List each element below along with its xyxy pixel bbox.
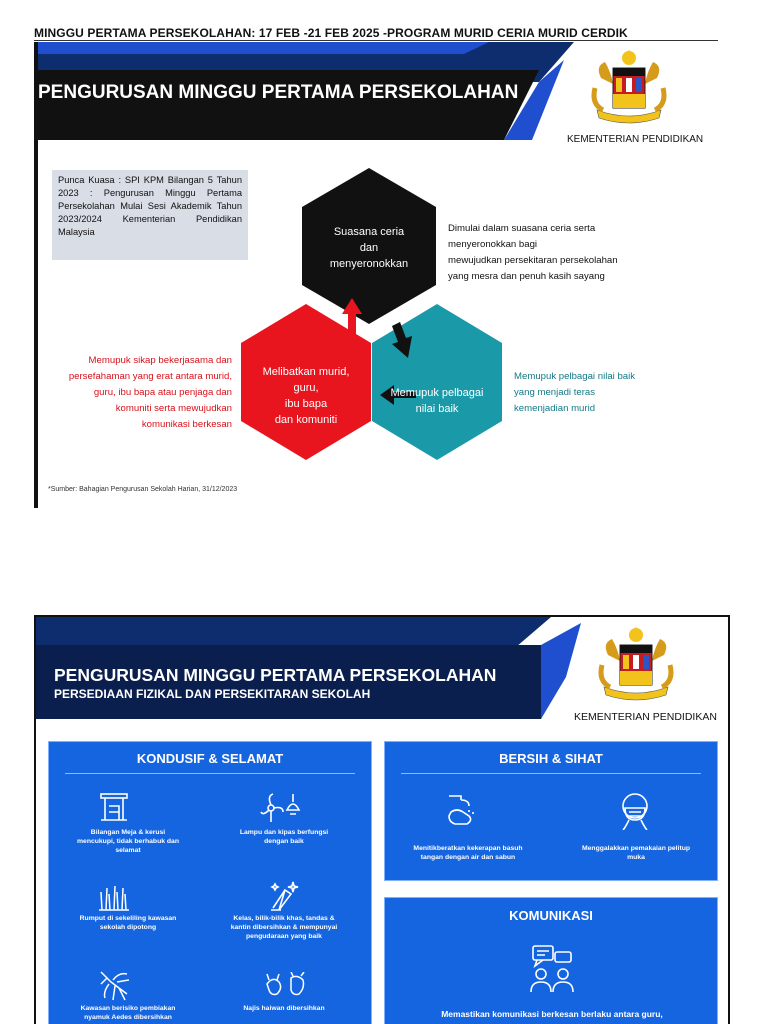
document-title: MINGGU PERTAMA PERSEKOLAHAN: 17 FEB -21 … xyxy=(34,26,628,40)
item-pelitup-muka: Menggalakkan pemakaian pelitup muka xyxy=(581,845,691,861)
desc-right: Memupuk pelbagai nilai baik yang menjadi… xyxy=(514,371,636,414)
desc-top: Dimulai dalam suasana ceria serta menyer… xyxy=(448,223,618,282)
arrow-up-icon xyxy=(342,298,362,338)
item-lampu-kipas: Lampu dan kipas berfungsi dengan baik xyxy=(239,829,329,845)
arrow-left-icon xyxy=(380,385,416,405)
handwash-icon xyxy=(448,795,474,825)
ministry-crest-icon xyxy=(598,627,674,701)
item-kelas-tandas-kantin: Kelas, bilik-bilik khas, tandas & kantin… xyxy=(230,915,338,940)
slide2-banner-shapes xyxy=(36,617,581,719)
card-kondusif-title: KONDUSIF & SELAMAT xyxy=(136,751,284,766)
hexagon-top xyxy=(302,168,436,324)
communication-icon xyxy=(530,945,574,993)
slide-pengurusan-minggu-pertama: PENGURUSAN MINGGU PERTAMA PERSEKOLAHAN K… xyxy=(34,42,718,508)
slide2-ministry-label: KEMENTERIAN PENDIDIKAN xyxy=(574,711,717,723)
slide-left-border xyxy=(34,42,38,508)
card-divider xyxy=(65,773,355,774)
ministry-crest-icon xyxy=(591,50,667,124)
source-note: *Sumber: Bahagian Pengurusan Sekolah Har… xyxy=(48,486,238,493)
komunikasi-text: Memastikan komunikasi berkesan berlaku a… xyxy=(441,1009,663,1019)
hexagon-right-label: Memupuk pelbagai nilai baik xyxy=(390,387,484,415)
hexagon-top-label: Suasana ceria dan menyeronokkan xyxy=(329,226,409,270)
item-najis-haiwan: Najis haiwan dibersihkan xyxy=(243,1005,325,1012)
item-rumput: Rumput di sekeliling kawasan sekolah dip… xyxy=(79,915,177,931)
hexagon-diagram xyxy=(241,168,502,460)
title-divider xyxy=(34,40,718,41)
item-nyamuk-aedes: Kawasan berisiko pembiakan nyamuk Aedes … xyxy=(80,1005,176,1021)
card-bersih-sihat: BERSIH & SIHAT Menitikberatkan kekerapan… xyxy=(384,741,718,881)
slide1-banner-title: PENGURUSAN MINGGU PERTAMA PERSEKOLAHAN xyxy=(38,82,519,103)
card-komunikasi-title: KOMUNIKASI xyxy=(509,908,593,923)
hexagon-left xyxy=(241,304,371,460)
banner-shapes xyxy=(38,42,574,140)
grass-icon xyxy=(99,885,129,911)
slide-persediaan-fizikal: PENGURUSAN MINGGU PERTAMA PERSEKOLAHAN P… xyxy=(34,615,730,1024)
card-divider xyxy=(401,773,701,774)
classroom-icon xyxy=(100,793,128,821)
mosquito-icon xyxy=(100,971,130,1001)
cleaning-icon xyxy=(270,881,299,911)
ministry-label: KEMENTERIAN PENDIDIKAN xyxy=(567,134,704,145)
card-komunikasi: KOMUNIKASI Memastikan komunikasi berkesa… xyxy=(384,897,718,1024)
animal-icon xyxy=(266,972,305,996)
arrow-down-icon xyxy=(392,322,412,358)
punca-kuasa-box: Punca Kuasa : SPI KPM Bilangan 5 Tahun 2… xyxy=(52,170,248,260)
lamp-fan-icon xyxy=(260,793,301,822)
slide2-subtitle: PERSEDIAAN FIZIKAL DAN PERSEKITARAN SEKO… xyxy=(54,687,371,701)
hexagon-right xyxy=(372,304,502,460)
desc-left: Memupuk sikap bekerjasama dan persefaham… xyxy=(68,355,232,430)
mask-icon xyxy=(622,793,648,830)
card-kondusif-selamat: KONDUSIF & SELAMAT Bilangan Meja & kerus… xyxy=(48,741,372,1024)
slide2-title: PENGURUSAN MINGGU PERTAMA PERSEKOLAHAN xyxy=(54,665,497,685)
hexagon-left-label: Melibatkan murid, guru, ibu bapa dan kom… xyxy=(262,366,350,426)
item-meja-kerusi: Bilangan Meja & kerusi mencukupi, tidak … xyxy=(77,829,179,854)
item-basuh-tangan: Menitikberatkan kekerapan basuh tangan d… xyxy=(413,845,523,861)
punca-kuasa-text: Punca Kuasa : SPI KPM Bilangan 5 Tahun 2… xyxy=(58,175,242,237)
card-bersih-title: BERSIH & SIHAT xyxy=(499,751,603,766)
